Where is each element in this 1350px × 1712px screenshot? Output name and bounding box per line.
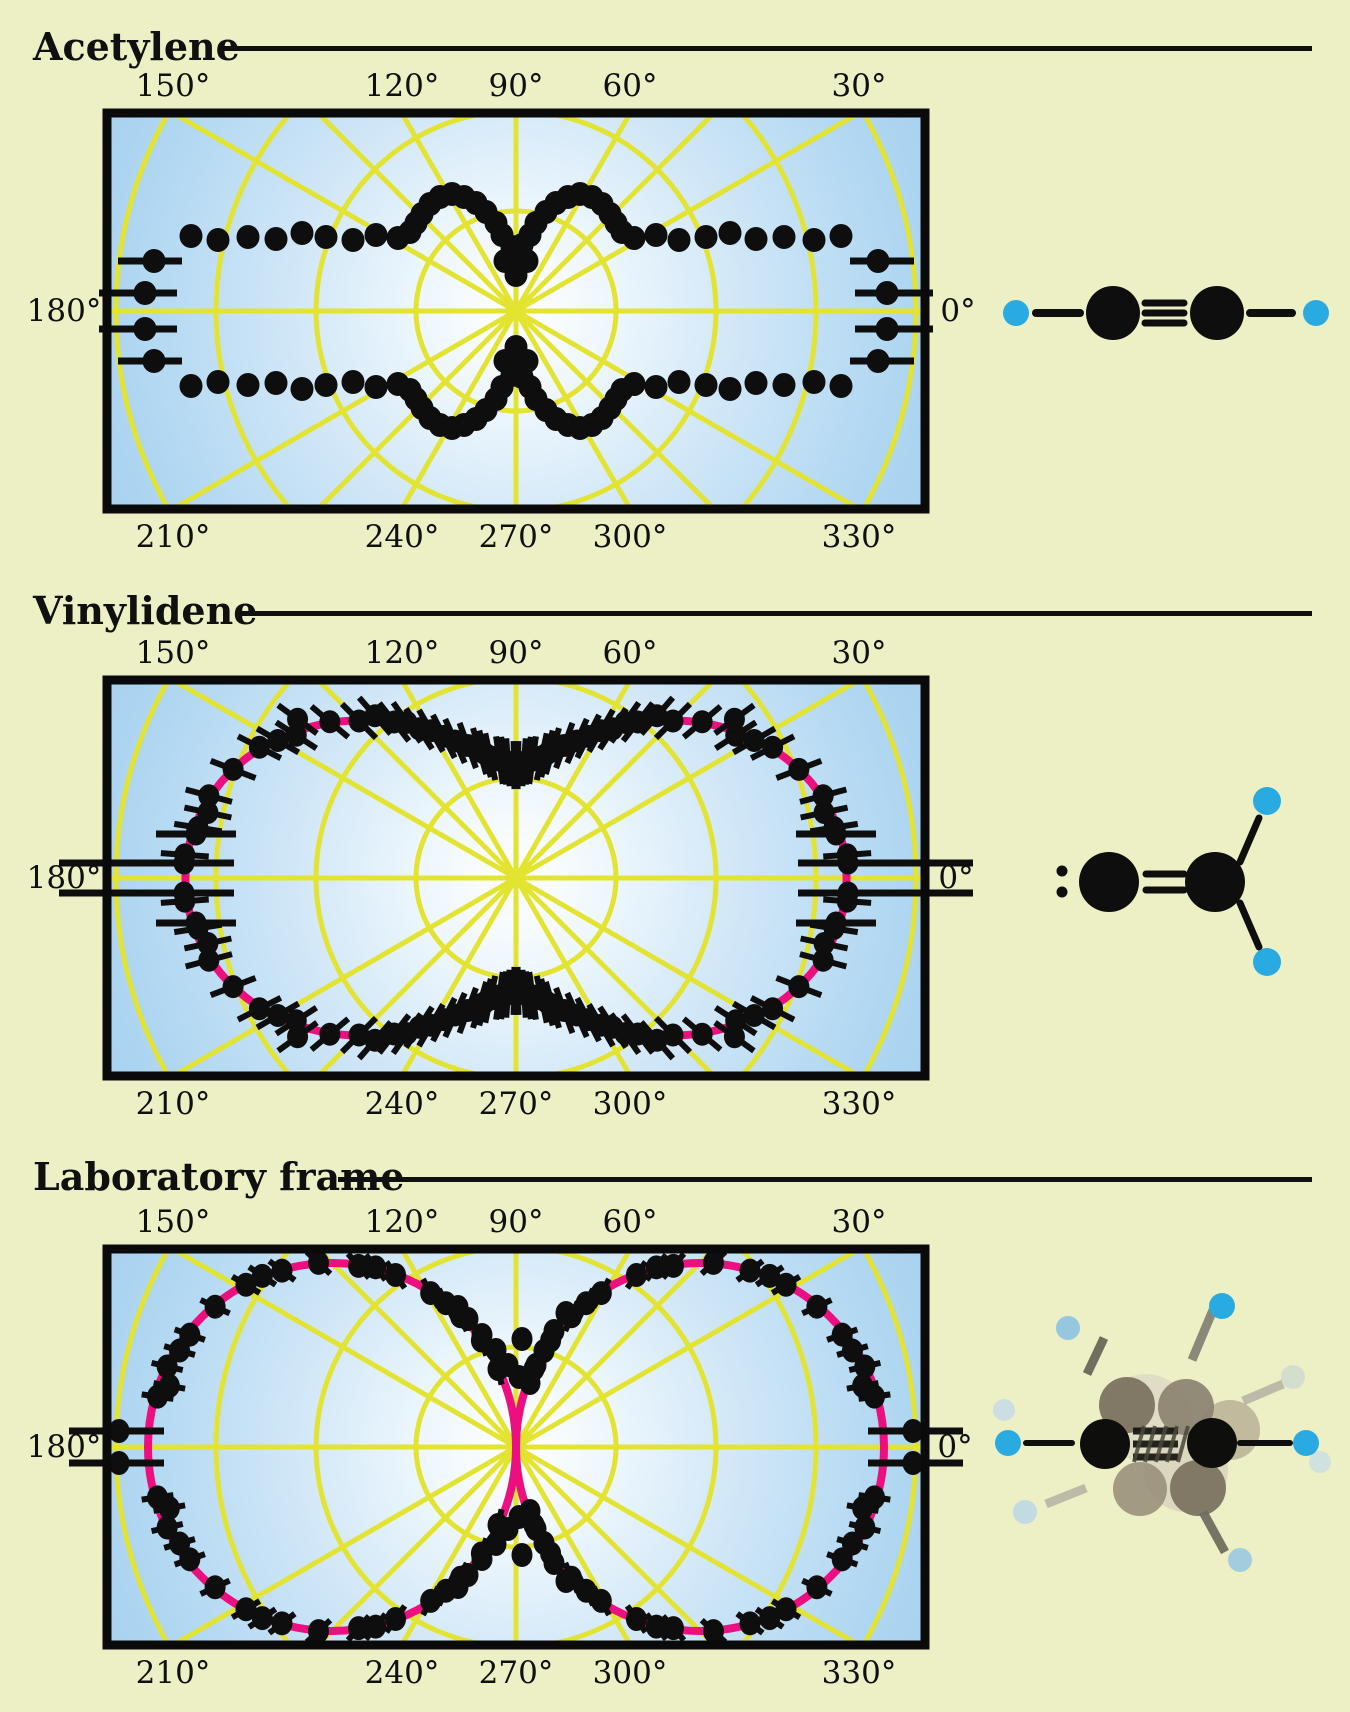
carbon-atom xyxy=(1185,852,1245,912)
plot-frame xyxy=(102,108,930,514)
angle-tick: 120° xyxy=(364,635,440,671)
scatter-points xyxy=(160,695,872,1061)
vinylidene-molecule xyxy=(1056,787,1281,976)
angle-tick: 300° xyxy=(592,519,668,555)
angle-tick: 60° xyxy=(602,635,658,671)
angle-tick: 30° xyxy=(831,635,887,671)
carbon-atom xyxy=(1079,852,1139,912)
section-title-laboratory-frame: Laboratory frame xyxy=(33,1154,405,1199)
hydrogen-atom xyxy=(1253,787,1281,815)
angle-tick: 330° xyxy=(821,1086,897,1122)
axis-cluster-bars xyxy=(99,257,933,365)
angle-tick: 210° xyxy=(135,1086,211,1122)
angle-tick: 270° xyxy=(478,1655,554,1691)
polar-plot-1 xyxy=(59,675,973,1081)
angle-tick: 330° xyxy=(821,1655,897,1691)
scatter-points xyxy=(141,1249,891,1645)
angle-tick: 90° xyxy=(488,68,544,104)
carbon-atom xyxy=(1187,1418,1237,1468)
axis-cluster-bars xyxy=(59,830,973,927)
angle-tick: 300° xyxy=(592,1086,668,1122)
angle-tick: 30° xyxy=(831,68,887,104)
ghost-bond-stick xyxy=(1199,1509,1229,1555)
angle-tick-180: 180° xyxy=(26,1429,102,1465)
ghost-bond-stick xyxy=(1044,1483,1088,1509)
angle-tick: 270° xyxy=(478,519,554,555)
lone-pair-dot xyxy=(1056,886,1068,898)
angle-tick: 90° xyxy=(488,1204,544,1240)
ghost-hydrogen xyxy=(993,1399,1015,1421)
plot-frame xyxy=(102,1244,930,1650)
angle-tick: 240° xyxy=(364,1655,440,1691)
ghost-hydrogen xyxy=(1056,1316,1080,1340)
angle-tick: 60° xyxy=(602,68,658,104)
rotation-blur-circle xyxy=(1170,1460,1226,1516)
ghost-hydrogen xyxy=(1281,1365,1305,1389)
angle-tick-180: 180° xyxy=(26,293,102,329)
angle-tick: 240° xyxy=(364,1086,440,1122)
title-rule-vinylidene xyxy=(236,611,1312,616)
angle-tick: 90° xyxy=(488,635,544,671)
plot-frame xyxy=(102,675,930,1081)
rotating-acetylene-molecule xyxy=(993,1293,1331,1572)
carbon-atom xyxy=(1190,286,1244,340)
angle-tick: 210° xyxy=(135,519,211,555)
ghost-bond-stick xyxy=(1082,1336,1109,1376)
angle-tick-180: 180° xyxy=(26,860,102,896)
title-rule-laboratory-frame xyxy=(338,1177,1312,1182)
title-rule-acetylene xyxy=(218,46,1312,51)
carbon-atom xyxy=(1080,1419,1130,1469)
lone-pair-dot xyxy=(1056,865,1068,877)
hydrogen-atom xyxy=(1253,948,1281,976)
ghost-bond-stick xyxy=(1187,1308,1218,1362)
fit-curve xyxy=(144,1259,888,1635)
angle-tick: 30° xyxy=(831,1204,887,1240)
ghost-hydrogen xyxy=(1228,1548,1252,1572)
hydrogen-atom xyxy=(1293,1430,1319,1456)
ghost-bond-stick xyxy=(1241,1379,1285,1406)
angle-tick-0: 0° xyxy=(938,860,974,896)
angle-tick: 270° xyxy=(478,1086,554,1122)
ghost-hydrogen xyxy=(1209,1293,1235,1319)
angle-tick-0: 0° xyxy=(937,1429,973,1465)
axis-cluster-bars xyxy=(69,1427,963,1467)
angle-tick: 150° xyxy=(135,635,211,671)
acetylene-molecule xyxy=(1003,286,1329,340)
hydrogen-atom xyxy=(995,1430,1021,1456)
ghost-hydrogen xyxy=(1309,1451,1331,1473)
polar-grid xyxy=(107,113,925,509)
angle-tick: 120° xyxy=(364,68,440,104)
angle-tick: 150° xyxy=(135,68,211,104)
angle-tick: 150° xyxy=(135,1204,211,1240)
rotation-blur-circle xyxy=(1113,1462,1167,1516)
section-title-acetylene: Acetylene xyxy=(33,24,240,69)
polar-plot-0 xyxy=(99,108,933,514)
angle-tick: 330° xyxy=(821,519,897,555)
polar-plot-2 xyxy=(69,1244,963,1650)
angle-tick: 240° xyxy=(364,519,440,555)
angle-tick: 300° xyxy=(592,1655,668,1691)
section-title-vinylidene: Vinylidene xyxy=(33,588,258,633)
angle-tick: 210° xyxy=(135,1655,211,1691)
angle-tick-0: 0° xyxy=(940,293,976,329)
angle-tick: 120° xyxy=(364,1204,440,1240)
angle-tick: 60° xyxy=(602,1204,658,1240)
scatter-points xyxy=(179,182,853,440)
hydrogen-atom xyxy=(1303,300,1329,326)
ghost-hydrogen xyxy=(1013,1500,1037,1524)
carbon-atom xyxy=(1086,286,1140,340)
hydrogen-atom xyxy=(1003,300,1029,326)
rotation-blur-circle xyxy=(1099,1377,1155,1433)
rotation-blur-circle xyxy=(1158,1379,1214,1435)
